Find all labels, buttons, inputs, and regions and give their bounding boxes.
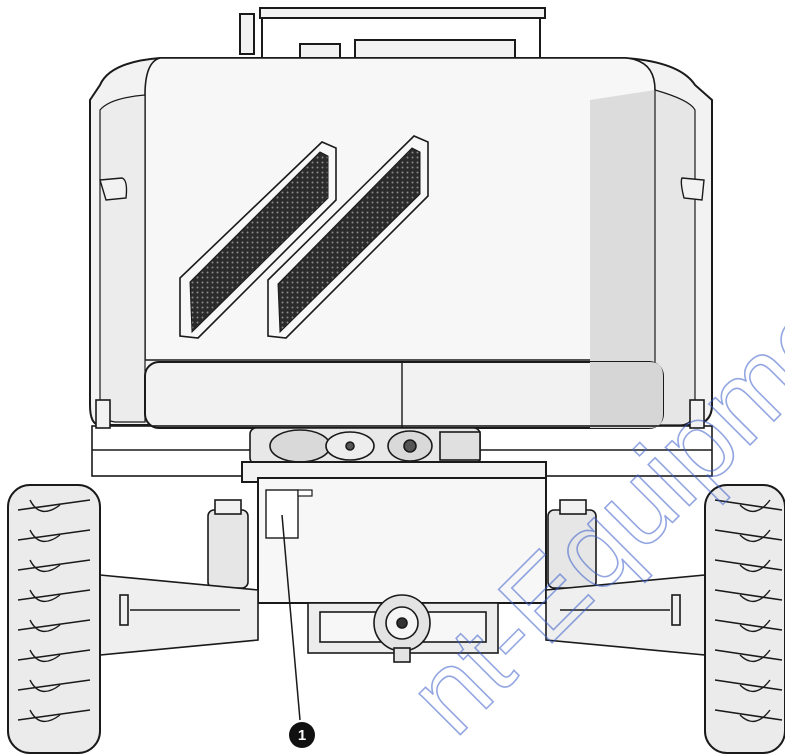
vent-grille-left [179,141,337,339]
differential-hub [373,594,431,663]
vent-grille-right [267,135,429,339]
chassis-box [241,461,547,604]
engine-cover [89,57,713,429]
tire-right [704,484,785,754]
callout-1: 1 [281,514,315,748]
top-frame [239,7,546,63]
callout-1-label: 1 [298,727,306,744]
side-tank-left [207,499,249,589]
callout-1-badge [289,722,315,748]
drive-motor-assembly [249,427,481,465]
tire-left [7,484,101,754]
callout-1-leader [281,514,301,721]
